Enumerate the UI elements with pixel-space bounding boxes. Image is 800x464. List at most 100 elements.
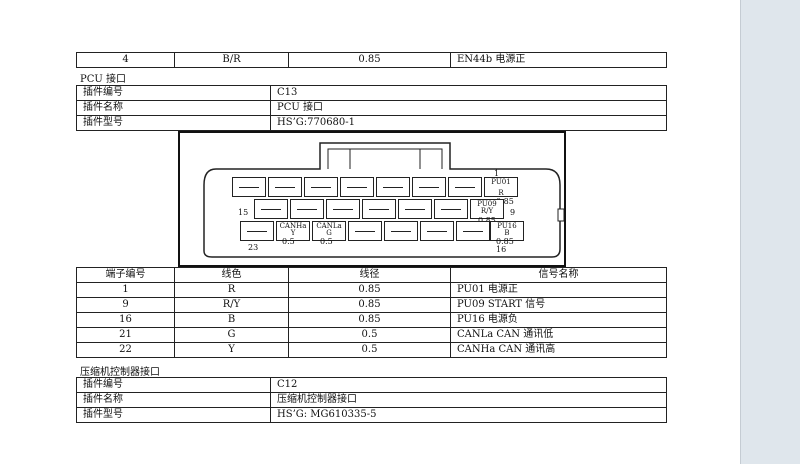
pin-cavity <box>290 199 324 219</box>
table-row: 4 B/R 0.85 EN44b 电源正 <box>76 52 667 68</box>
info-value: C12 <box>270 377 667 393</box>
pin-cavity <box>268 177 302 197</box>
table-row: 16 B 0.85 PU16 电源负 <box>76 312 667 328</box>
info-value: C13 <box>270 85 667 101</box>
pin-gauge: 0.85 <box>478 216 496 225</box>
cell: B/R <box>174 52 289 68</box>
info-value: HS’G:770680-1 <box>270 115 667 131</box>
pin-cavity <box>420 221 454 241</box>
cell: PU16 电源负 <box>450 312 667 328</box>
pin-cavity <box>434 199 468 219</box>
table-header-row: 端子编号 线色 线径 信号名称 <box>76 267 667 283</box>
section-title: PCU 接口 <box>80 74 126 85</box>
pin-gauge: 0.5 <box>320 237 333 246</box>
pin-label: PU01 <box>491 178 511 186</box>
pin-gauge: 0.85 <box>496 237 514 246</box>
pin-cavity <box>348 221 382 241</box>
cell: R <box>174 282 289 298</box>
pin-wire-color: Y <box>290 229 296 237</box>
table-row: 1 R 0.85 PU01 电源正 <box>76 282 667 298</box>
pin-wire-color: G <box>326 229 332 237</box>
info-key: 插件名称 <box>76 100 271 116</box>
connector-diagram: PU01 R 1 0.85 15 PU09 R/Y 0.85 9 CANHa Y… <box>178 131 566 267</box>
pin-gauge: 0.5 <box>282 237 295 246</box>
cell: 9 <box>76 297 175 313</box>
pin-pu01: PU01 R <box>484 177 518 197</box>
pin-table: 端子编号 线色 线径 信号名称 1 R 0.85 PU01 电源正 9 R/Y … <box>76 267 667 358</box>
cell: PU09 START 信号 <box>450 297 667 313</box>
pin-number: 1 <box>494 169 500 178</box>
side-panel <box>740 0 800 464</box>
cell: CANLa CAN 通讯低 <box>450 327 667 343</box>
section-title: 压缩机控制器接口 <box>80 367 160 378</box>
top-row-table: 4 B/R 0.85 EN44b 电源正 <box>76 52 667 68</box>
pin-cavity <box>384 221 418 241</box>
pin-wire-color: R <box>498 189 504 197</box>
pin-canha: CANHa Y <box>276 221 310 241</box>
pin-wire-color: B <box>504 229 510 237</box>
info-value: HS’G: MG610335-5 <box>270 407 667 423</box>
column-header: 端子编号 <box>76 267 175 283</box>
cell: B <box>174 312 289 328</box>
column-header: 线径 <box>288 267 451 283</box>
connector-outline <box>203 142 564 258</box>
cell: 1 <box>76 282 175 298</box>
pin-cavity <box>362 199 396 219</box>
pin-cavity <box>456 221 490 241</box>
pin-wire-color: R/Y <box>480 207 494 215</box>
cell: CANHa CAN 通讯高 <box>450 342 667 358</box>
cell: 22 <box>76 342 175 358</box>
pin-label: PU09 <box>477 200 497 208</box>
cell: 16 <box>76 312 175 328</box>
pin-number: 23 <box>248 243 259 252</box>
info-key: 插件编号 <box>76 85 271 101</box>
pin-cavity <box>304 177 338 197</box>
cell: EN44b 电源正 <box>450 52 667 68</box>
table-row: 插件名称压缩机控制器接口 <box>76 392 667 408</box>
pin-pu09: PU09 R/Y <box>470 199 504 219</box>
pin-cavity <box>340 177 374 197</box>
cell: Y <box>174 342 289 358</box>
info-key: 插件型号 <box>76 407 271 423</box>
cell: 0.85 <box>288 52 451 68</box>
pin-cavity <box>232 177 266 197</box>
pin-label: CANLa <box>316 222 342 230</box>
table-row: 22 Y 0.5 CANHa CAN 通讯高 <box>76 342 667 358</box>
cell: 0.85 <box>288 312 451 328</box>
pin-cavity <box>448 177 482 197</box>
pin-number: 16 <box>496 245 507 254</box>
info-value: 压缩机控制器接口 <box>270 392 667 408</box>
pin-cavity <box>254 199 288 219</box>
table-row: 21 G 0.5 CANLa CAN 通讯低 <box>76 327 667 343</box>
pin-cavity <box>398 199 432 219</box>
pin-number: 9 <box>510 208 516 217</box>
cell: 0.85 <box>288 297 451 313</box>
info-key: 插件名称 <box>76 392 271 408</box>
cell: G <box>174 327 289 343</box>
table-row: 9 R/Y 0.85 PU09 START 信号 <box>76 297 667 313</box>
pin-cavity <box>326 199 360 219</box>
pin-cavity <box>376 177 410 197</box>
pin-number: 15 <box>238 208 249 217</box>
info-key: 插件编号 <box>76 377 271 393</box>
pin-cavity <box>240 221 274 241</box>
cell: PU01 电源正 <box>450 282 667 298</box>
cell: 0.5 <box>288 327 451 343</box>
cell: 4 <box>76 52 175 68</box>
pin-gauge: 0.85 <box>496 197 514 206</box>
pin-label: PU16 <box>497 222 517 230</box>
pin-cavity <box>412 177 446 197</box>
pin-pu16: PU16 B <box>490 221 524 241</box>
column-header: 信号名称 <box>450 267 667 283</box>
cell: 0.85 <box>288 282 451 298</box>
column-header: 线色 <box>174 267 289 283</box>
info-value: PCU 接口 <box>270 100 667 116</box>
cell: R/Y <box>174 297 289 313</box>
